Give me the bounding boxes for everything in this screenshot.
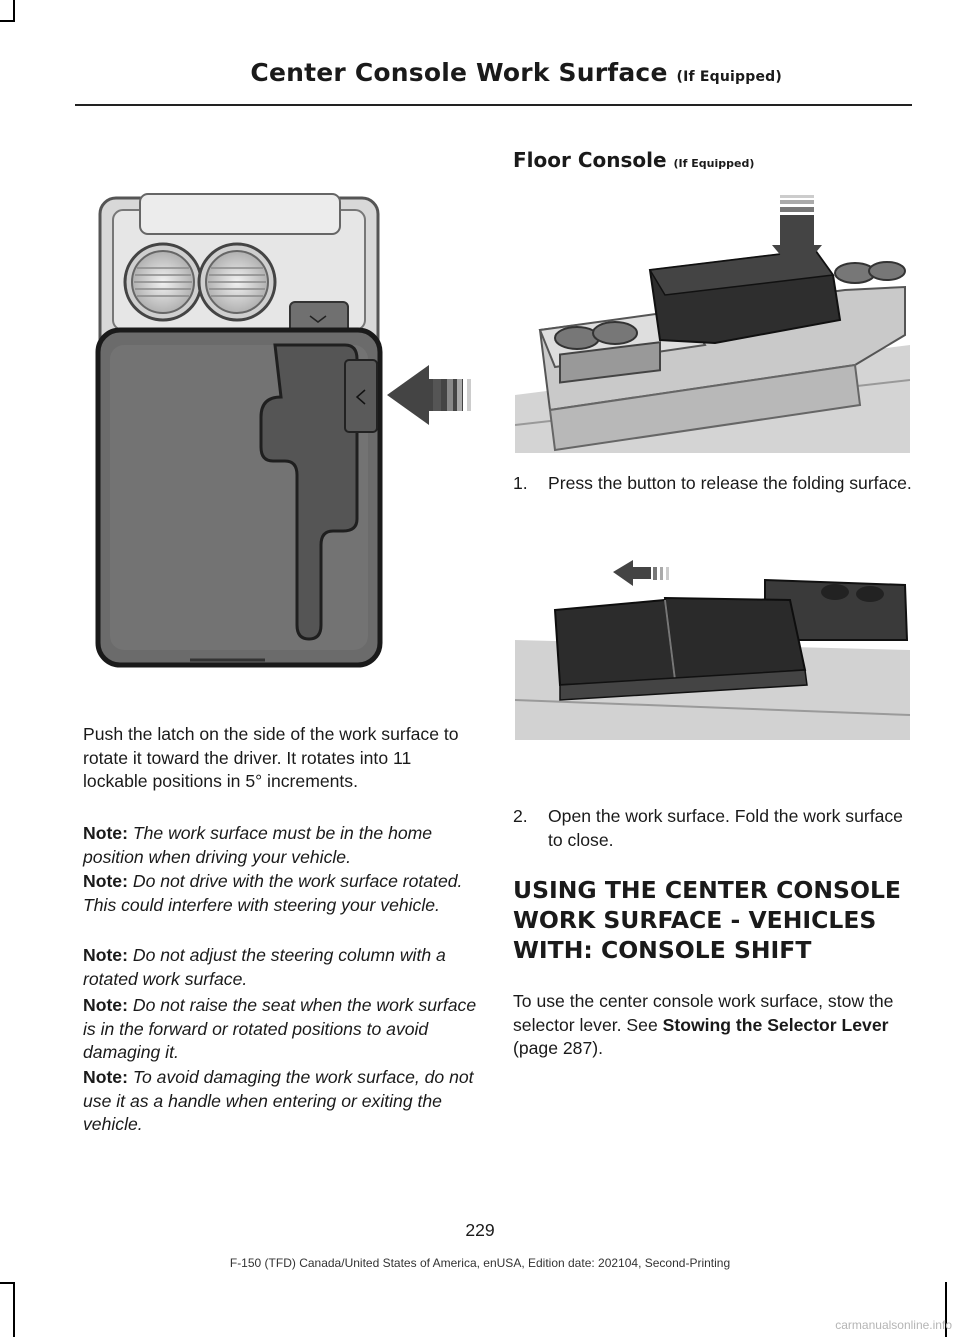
step-1: 1. Press the button to release the foldi… xyxy=(513,472,913,496)
note-1: Note: The work surface must be in the ho… xyxy=(83,822,478,869)
console-shift-heading-line-1: USING THE CENTER CONSOLE xyxy=(513,876,901,904)
note-label: Note: xyxy=(83,871,128,891)
edition-info: F-150 (TFD) Canada/United States of Amer… xyxy=(229,1256,731,1270)
step-number: 2. xyxy=(513,806,528,826)
note-label: Note: xyxy=(83,823,128,843)
floor-console-suffix: (If Equipped) xyxy=(673,157,755,170)
watermark: carmanualsonline.info xyxy=(835,1318,952,1332)
stowing-selector-link[interactable]: Stowing the Selector Lever xyxy=(662,1014,889,1035)
note-4: Note: Do not raise the seat when the wor… xyxy=(83,994,478,1065)
header-title-text: Center Console Work Surface xyxy=(250,58,668,87)
page-reference: (page 287). xyxy=(513,1038,603,1058)
console-shift-paragraph: To use the center console work surface, … xyxy=(513,990,913,1061)
console-shift-heading-line-3: WITH: CONSOLE SHIFT xyxy=(513,936,812,964)
step-text: Press the button to release the folding … xyxy=(548,473,912,493)
step-text: Open the work surface. Fold the work sur… xyxy=(548,806,903,850)
work-surface-illustration xyxy=(95,193,471,668)
page-number: 229 xyxy=(465,1220,495,1240)
note-label: Note: xyxy=(83,1067,128,1087)
floor-console-closed-illustration xyxy=(515,195,910,453)
console-shift-heading-line-2: WORK SURFACE - VEHICLES xyxy=(513,906,877,934)
header-title-suffix: (If Equipped) xyxy=(676,69,782,85)
step-number: 1. xyxy=(513,473,528,493)
console-shift-text: To use the center console work surface, … xyxy=(513,991,894,1035)
crop-mark-bottom-right-v xyxy=(945,1282,947,1337)
note-text: Do not raise the seat when the work surf… xyxy=(83,995,477,1062)
crop-mark-bottom-left-v xyxy=(13,1282,15,1337)
note-3: Note: Do not adjust the steering column … xyxy=(83,944,478,991)
note-text: Do not drive with the work surface rotat… xyxy=(83,871,463,915)
crop-mark-bottom-left-h xyxy=(0,1282,15,1284)
floor-console-open-illustration xyxy=(515,550,910,740)
step-2: 2. Open the work surface. Fold the work … xyxy=(513,805,913,852)
note-label: Note: xyxy=(83,995,128,1015)
latch-instruction-text: Push the latch on the side of the work s… xyxy=(83,724,459,791)
floor-console-heading: Floor Console (If Equipped) xyxy=(513,148,754,172)
note-text: To avoid damaging the work surface, do n… xyxy=(83,1067,474,1134)
note-label: Note: xyxy=(83,945,128,965)
note-text: The work surface must be in the home pos… xyxy=(83,823,433,867)
header-divider xyxy=(75,104,912,106)
note-5: Note: To avoid damaging the work surface… xyxy=(83,1066,478,1137)
crop-mark-top-left-v xyxy=(13,0,15,20)
latch-instruction-paragraph: Push the latch on the side of the work s… xyxy=(83,723,478,794)
page-header-title: Center Console Work Surface (If Equipped… xyxy=(250,58,782,87)
crop-mark-top-left-h xyxy=(0,20,15,22)
note-text: Do not adjust the steering column with a… xyxy=(83,945,446,989)
note-2: Note: Do not drive with the work surface… xyxy=(83,870,478,917)
floor-console-title: Floor Console xyxy=(513,148,667,172)
